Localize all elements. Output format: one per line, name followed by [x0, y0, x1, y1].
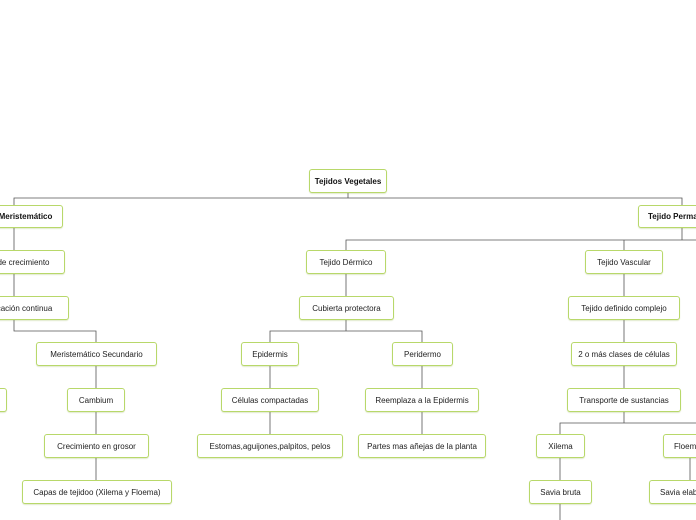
node-tejido-complejo[interactable]: Tejido definido complejo [568, 296, 680, 320]
node-tejido-permanente[interactable]: Tejido Perma [638, 205, 696, 228]
node-floema[interactable]: Floem [663, 434, 696, 458]
node-epidermis[interactable]: Epidermis [241, 342, 299, 366]
node-savia-elaborada[interactable]: Savia elab [649, 480, 696, 504]
node-clases-celulas[interactable]: 2 o más clases de células [571, 342, 677, 366]
edge-root-bus [13, 193, 683, 205]
node-capas-tejido[interactable]: Capas de tejidoo (Xilema y Floema) [22, 480, 172, 504]
node-reemplaza-epidermis[interactable]: Reemplaza a la Epidermis [365, 388, 479, 412]
node-transporte-sustancias[interactable]: Transporte de sustancias [567, 388, 681, 412]
node-meristematico-secundario[interactable]: Meristemático Secundario [36, 342, 157, 366]
node-xilema[interactable]: Xilema [536, 434, 585, 458]
node-cambium[interactable]: Cambium [67, 388, 125, 412]
node-zona-crecimiento[interactable]: de crecimiento [0, 250, 65, 274]
edge-cubierta-bus [269, 320, 423, 342]
node-division-continua[interactable]: cación continua [0, 296, 69, 320]
node-estomas[interactable]: Estomas,aguijones,palpitos, pelos [197, 434, 343, 458]
edge-permanente-bus [345, 228, 696, 250]
node-cubierta-protectora[interactable]: Cubierta protectora [299, 296, 394, 320]
node-savia-bruta[interactable]: Savia bruta [529, 480, 592, 504]
node-meristematico[interactable]: Meristemático [0, 205, 63, 228]
node-partes-anejas[interactable]: Partes mas añejas de la planta [358, 434, 486, 458]
node-tejido-vascular[interactable]: Tejido Vascular [585, 250, 663, 274]
node-crecimiento-grosor[interactable]: Crecimiento en grosor [44, 434, 149, 458]
node-partial-left[interactable] [0, 388, 7, 412]
edge-division-secundario [13, 320, 97, 342]
node-peridermo[interactable]: Peridermo [392, 342, 453, 366]
node-tejido-dermico[interactable]: Tejido Dérmico [306, 250, 386, 274]
node-celulas-compactadas[interactable]: Células compactadas [221, 388, 319, 412]
edge-transporte-bus [559, 412, 696, 434]
root-node[interactable]: Tejidos Vegetales [309, 169, 387, 193]
